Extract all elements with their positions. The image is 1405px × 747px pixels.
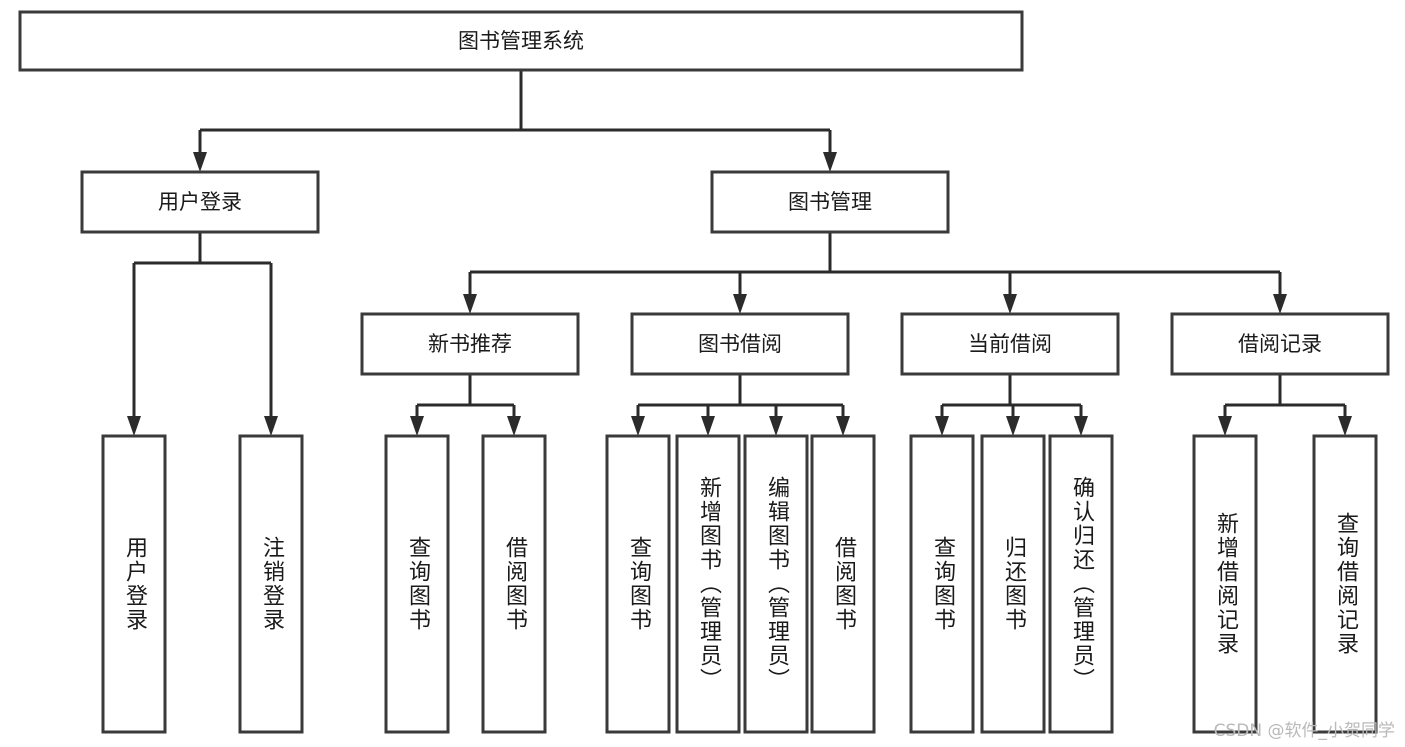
node-leaf-4[interactable]: [605, 434, 671, 734]
arrow-head-icon: [836, 416, 850, 436]
arrow-head-icon: [701, 416, 715, 436]
arrow-head-icon: [1218, 416, 1232, 436]
node-leaf-12[interactable]: [1312, 434, 1378, 734]
node-level2-1[interactable]: [630, 312, 850, 376]
arrow-head-icon: [410, 416, 424, 436]
connectors-layer: [127, 70, 1352, 436]
node-leaf-7[interactable]: [810, 434, 876, 734]
node-level1-0[interactable]: [80, 170, 320, 234]
node-level2-label-0: 新书推荐: [428, 332, 512, 356]
arrow-head-icon: [507, 416, 521, 436]
arrow-head-icon: [1338, 416, 1352, 436]
node-level1-label-1: 图书管理: [788, 190, 872, 214]
node-leaf-10[interactable]: [1048, 434, 1114, 734]
node-leaf-8[interactable]: [909, 434, 975, 734]
node-leaf-2[interactable]: [384, 434, 450, 734]
node-root[interactable]: [18, 10, 1024, 72]
arrow-head-icon: [193, 152, 207, 172]
node-leaf-6[interactable]: [743, 434, 809, 734]
arrow-head-icon: [1006, 416, 1020, 436]
arrow-head-icon: [1273, 294, 1287, 314]
node-level2-label-1: 图书借阅: [698, 332, 782, 356]
arrow-head-icon: [463, 294, 477, 314]
node-leaf-9[interactable]: [980, 434, 1046, 734]
node-level2-3[interactable]: [1170, 312, 1390, 376]
node-level1-1[interactable]: [710, 170, 950, 234]
arrow-head-icon: [1074, 416, 1088, 436]
node-level2-2[interactable]: [900, 312, 1120, 376]
node-leaf-5[interactable]: [675, 434, 741, 734]
arrow-head-icon: [733, 294, 747, 314]
arrow-head-icon: [1003, 294, 1017, 314]
node-level2-0[interactable]: [360, 312, 580, 376]
node-leaf-1[interactable]: [238, 434, 304, 734]
node-level2-label-3: 借阅记录: [1238, 332, 1322, 356]
watermark-credit: CSDN @软件_小贺同学: [1213, 721, 1395, 741]
arrow-head-icon: [631, 416, 645, 436]
node-leaf-11[interactable]: [1192, 434, 1258, 734]
boxes-layer: [18, 10, 1390, 734]
node-root-label: 图书管理系统: [458, 29, 584, 53]
node-level2-label-2: 当前借阅: [968, 332, 1052, 356]
arrow-head-icon: [127, 416, 141, 436]
arrow-head-icon: [769, 416, 783, 436]
node-leaf-3[interactable]: [481, 434, 547, 734]
node-level1-label-0: 用户登录: [158, 190, 242, 214]
arrow-head-icon: [935, 416, 949, 436]
arrow-head-icon: [264, 416, 278, 436]
node-leaf-0[interactable]: [101, 434, 167, 734]
arrow-head-icon: [823, 152, 837, 172]
